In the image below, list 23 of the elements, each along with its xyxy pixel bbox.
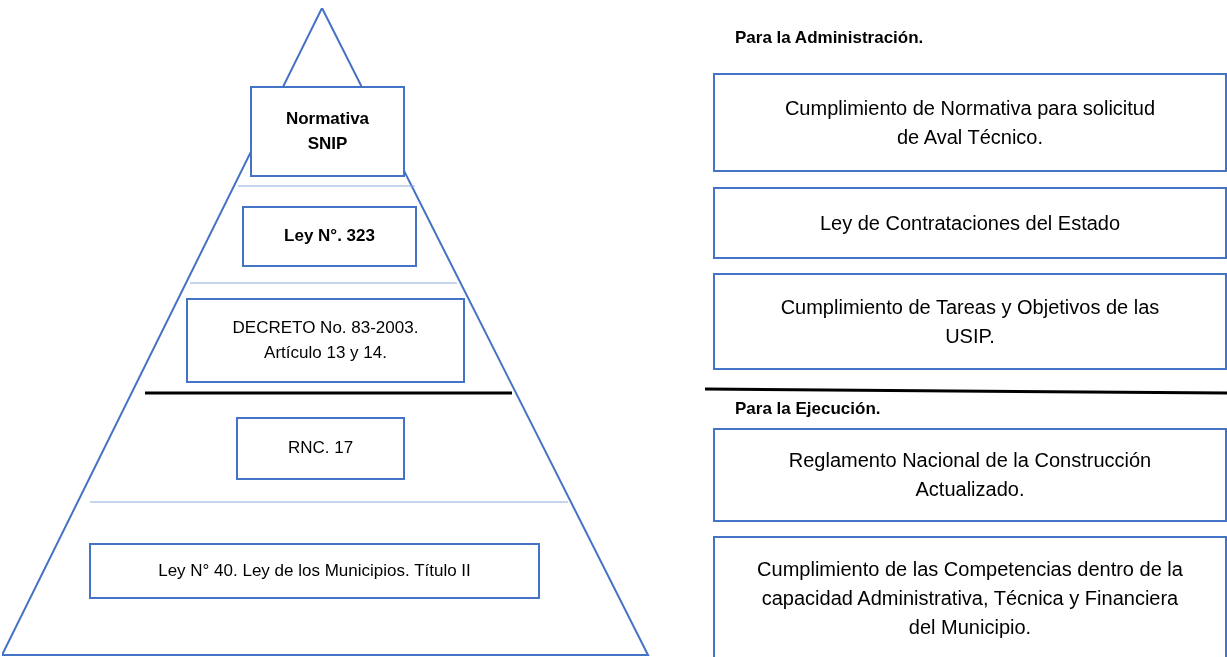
section-heading: Para la Ejecución. bbox=[735, 399, 881, 419]
box-text: Cumplimiento de Normativa para solicitud de Aval Técnico. bbox=[783, 95, 1157, 150]
text-box bbox=[713, 73, 1227, 172]
box-text: RNC. 17 bbox=[287, 437, 354, 460]
box-text: Ley N°. 323 bbox=[284, 225, 375, 248]
text-box bbox=[89, 543, 540, 599]
text-box bbox=[242, 206, 417, 267]
text-box bbox=[236, 417, 405, 480]
text-box bbox=[186, 298, 465, 383]
text-box bbox=[713, 273, 1227, 370]
box-text: Reglamento Nacional de la Construcción Actualizado. bbox=[787, 448, 1153, 502]
text-box bbox=[713, 187, 1227, 259]
text-box bbox=[713, 536, 1227, 657]
box-text: Normativa SNIP bbox=[284, 107, 371, 155]
pyramid-shape bbox=[2, 8, 652, 657]
section-heading: Para la Administración. bbox=[735, 28, 924, 48]
box-text: Ley N° 40. Ley de los Municipios. Título II bbox=[158, 559, 471, 582]
box-text: Cumplimiento de Tareas y Objetivos de las USIP. bbox=[779, 294, 1161, 349]
box-text: Cumplimiento de las Competencias dentro de la capacidad Administrativa, Técnica y Financiera del Municipio. bbox=[756, 557, 1184, 640]
text-box bbox=[250, 86, 405, 177]
text-box bbox=[713, 428, 1227, 522]
box-text: Ley de Contrataciones del Estado bbox=[819, 210, 1121, 236]
box-text: DECRETO No. 83-2003. Artículo 13 y 14. bbox=[231, 316, 420, 364]
